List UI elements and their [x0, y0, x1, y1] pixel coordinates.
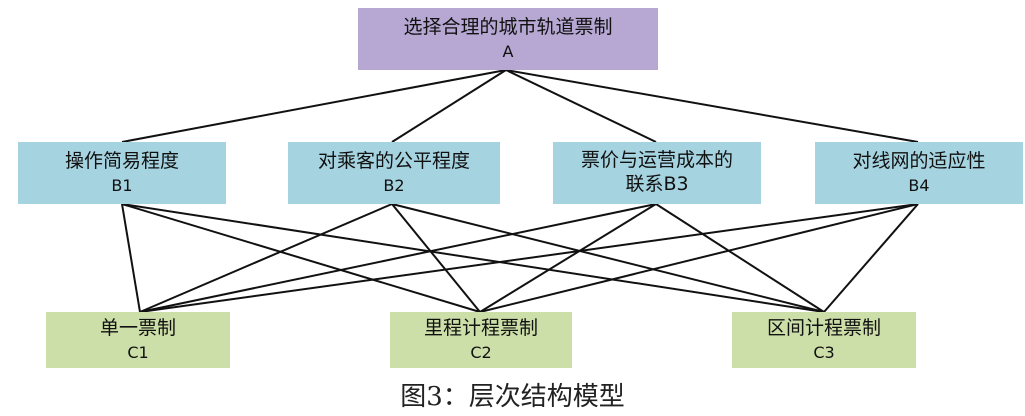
edge-b4-c2: [479, 203, 919, 313]
edge-a-b4: [505, 69, 919, 143]
alternative-label: 单一票制: [99, 317, 176, 340]
criterion-node-b3: 票价与运营成本的 联系B3: [553, 142, 761, 204]
edge-b1-c3: [121, 203, 825, 313]
criterion-node-b4: 对线网的适应性 B4: [815, 142, 1023, 204]
alternative-code: C2: [470, 342, 492, 362]
criterion-node-b1: 操作简易程度 B1: [18, 142, 226, 204]
criterion-code: B4: [908, 175, 930, 195]
edge-b3-c1: [139, 203, 657, 313]
alternative-label: 区间计程票制: [766, 317, 881, 340]
criterion-code: B2: [383, 175, 405, 195]
criterion-label: 对线网的适应性: [852, 150, 986, 173]
alternative-code: C1: [127, 342, 149, 362]
goal-node: 选择合理的城市轨道票制 A: [358, 8, 658, 70]
edge-a-b1: [121, 69, 507, 143]
alternative-label: 里程计程票制: [423, 317, 538, 340]
edge-b4-c3: [823, 203, 919, 313]
edge-b3-c3: [655, 203, 825, 313]
edge-b3-c2: [479, 203, 657, 313]
criterion-code: B1: [111, 175, 133, 195]
criterion-label: 票价与运营成本的: [580, 149, 733, 172]
edge-b1-c2: [121, 203, 481, 313]
edge-a-b2: [391, 69, 507, 143]
alternative-node-c1: 单一票制 C1: [46, 312, 230, 368]
edge-b2-c2: [391, 203, 481, 313]
criterion-node-b2: 对乘客的公平程度 B2: [288, 142, 500, 204]
goal-label: 选择合理的城市轨道票制: [403, 16, 613, 39]
edge-b1-c1: [121, 203, 141, 313]
alternative-code: C3: [813, 342, 835, 362]
edge-b2-c1: [139, 203, 393, 313]
goal-code: A: [502, 41, 514, 61]
criterion-label: 对乘客的公平程度: [317, 150, 470, 173]
alternative-node-c2: 里程计程票制 C2: [390, 312, 572, 368]
figure-caption: 图3：层次结构模型: [400, 382, 625, 412]
edge-b2-c3: [391, 203, 825, 313]
criterion-label: 操作简易程度: [64, 150, 179, 173]
criterion-label-line2: 联系B3: [625, 173, 689, 195]
edge-a-b3: [505, 69, 657, 143]
alternative-node-c3: 区间计程票制 C3: [732, 312, 916, 368]
edge-b4-c1: [139, 203, 919, 313]
